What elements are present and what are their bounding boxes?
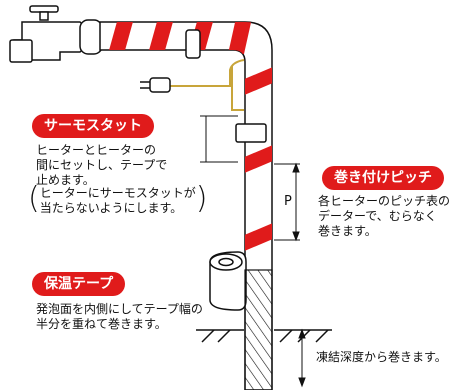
insulation-tape-roll	[209, 251, 247, 311]
insulation-text-2: 半分を重ねて巻きます。	[36, 317, 167, 331]
thermostat-device	[235, 123, 267, 143]
insulation-badge: 保温テープ	[32, 272, 126, 296]
insulation-wrap	[244, 269, 273, 390]
thermostat-text-2: 間にセットし、テープで	[36, 158, 168, 172]
frost-depth-dimension	[298, 328, 306, 388]
thermostat-text-1: ヒーターとヒーターの	[36, 143, 157, 157]
insulation-text-1: 発泡面を内側にしてテープ幅の	[36, 302, 203, 316]
pipe-clamp	[185, 29, 201, 59]
thermostat-note-1: ヒーターにサーモスタットが	[39, 186, 196, 200]
open-paren-icon: (	[28, 181, 40, 216]
thermostat-note: ( ヒーターにサーモスタットが 当たらないようにします。 )	[28, 184, 207, 216]
faucet	[9, 5, 103, 63]
pitch-text-3: 巻きます。	[318, 224, 377, 238]
pitch-text-1: 各ヒーターのピッチ表の	[318, 194, 451, 208]
pitch-text-2: データーで、むらなく	[318, 209, 437, 223]
pitch-badge: 巻き付けピッチ	[322, 166, 444, 190]
close-paren-icon: )	[195, 181, 208, 216]
frost-depth-text: 凍結深度から巻きます。	[316, 350, 447, 364]
heater-cable	[168, 59, 245, 111]
plug	[140, 77, 171, 93]
thermostat-text-3: 止めます。	[36, 173, 95, 187]
thermostat-span-dimension	[200, 115, 238, 163]
pitch-dimension	[274, 162, 300, 242]
thermostat-note-2: 当たらないようにします。	[39, 201, 183, 215]
pitch-dimension-label: P	[284, 194, 292, 209]
thermostat-badge: サーモスタット	[32, 114, 154, 138]
